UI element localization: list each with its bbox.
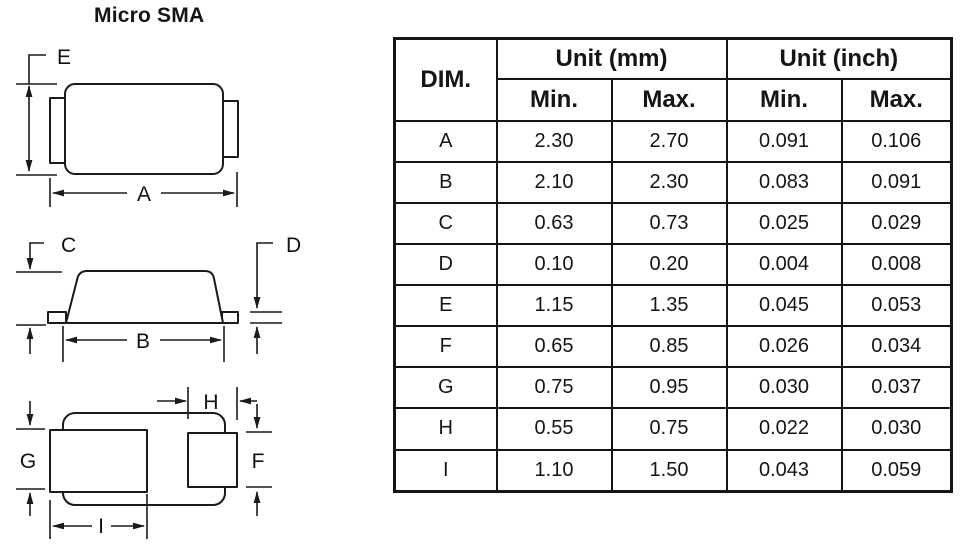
dim-label-C: C — [61, 234, 76, 257]
inch-min-cell: 0.026 — [725, 325, 843, 369]
dimension-A: A — [49, 172, 238, 207]
inch-min-header: Min. — [725, 77, 843, 122]
mm-min-cell: 1.15 — [495, 283, 613, 328]
dim-cell: F — [393, 325, 498, 369]
dim-label-D: D — [286, 234, 301, 257]
dimension-G: G — [16, 401, 45, 516]
mm-min-header: Min. — [495, 77, 613, 122]
inch-min-cell: 0.022 — [725, 407, 843, 451]
mm-min-cell: 0.10 — [495, 242, 613, 287]
dimensions-table: DIM. Unit (mm) Unit (inch) Min. Max. Min… — [393, 37, 954, 493]
inch-max-cell: 0.053 — [840, 283, 953, 328]
dim-cell: A — [393, 119, 498, 163]
dim-cell: E — [393, 283, 498, 328]
bottom-view-right-pad — [187, 432, 238, 488]
mm-max-cell: 0.20 — [610, 242, 728, 287]
dim-label-F: F — [252, 450, 265, 473]
dim-cell: C — [393, 201, 498, 245]
inch-min-cell: 0.025 — [725, 201, 843, 245]
unit-inch-header: Unit (inch) — [725, 37, 953, 80]
side-view-body-outline — [65, 270, 224, 324]
dim-label-A: A — [137, 183, 151, 206]
inch-max-cell: 0.106 — [840, 119, 953, 163]
top-view-body-outline — [64, 83, 224, 175]
mm-min-cell: 0.55 — [495, 407, 613, 451]
inch-max-cell: 0.029 — [840, 201, 953, 245]
mm-min-cell: 2.30 — [495, 119, 613, 163]
bottom-view-left-pad — [49, 429, 148, 493]
mm-min-cell: 1.10 — [495, 448, 613, 493]
inch-min-cell: 0.030 — [725, 366, 843, 410]
mm-max-cell: 0.73 — [610, 201, 728, 245]
dim-column-header: DIM. — [393, 37, 498, 122]
inch-max-cell: 0.034 — [840, 325, 953, 369]
dim-cell: H — [393, 407, 498, 451]
dim-cell: D — [393, 242, 498, 287]
inch-max-cell: 0.030 — [840, 407, 953, 451]
mm-min-cell: 2.10 — [495, 160, 613, 204]
dim-cell: B — [393, 160, 498, 204]
mm-max-cell: 0.85 — [610, 325, 728, 369]
bottom-view: H F G I — [16, 387, 272, 539]
dimension-E: E — [16, 46, 71, 176]
dim-cell: G — [393, 366, 498, 410]
side-view-right-lead — [221, 311, 239, 324]
top-view: E A — [16, 46, 239, 207]
dim-label-E: E — [57, 46, 71, 69]
dim-label-B: B — [136, 330, 150, 353]
inch-max-cell: 0.091 — [840, 160, 953, 204]
inch-min-cell: 0.083 — [725, 160, 843, 204]
mm-min-cell: 0.63 — [495, 201, 613, 245]
inch-max-cell: 0.008 — [840, 242, 953, 287]
mm-min-cell: 0.65 — [495, 325, 613, 369]
inch-min-cell: 0.091 — [725, 119, 843, 163]
dim-label-G: G — [20, 450, 36, 473]
mm-min-cell: 0.75 — [495, 366, 613, 410]
mm-max-header: Max. — [610, 77, 728, 122]
mm-max-cell: 1.35 — [610, 283, 728, 328]
page-title: Micro SMA — [94, 4, 205, 27]
dimension-I: I — [49, 494, 148, 539]
side-view-left-lead — [47, 311, 67, 324]
dimension-F: F — [246, 404, 272, 516]
dim-label-H: H — [203, 391, 218, 414]
mm-max-cell: 2.30 — [610, 160, 728, 204]
mm-max-cell: 0.95 — [610, 366, 728, 410]
unit-mm-header: Unit (mm) — [495, 37, 728, 80]
dimension-C: C — [16, 234, 76, 354]
side-view: C B D — [16, 234, 301, 362]
inch-min-cell: 0.045 — [725, 283, 843, 328]
inch-max-header: Max. — [840, 77, 953, 122]
inch-max-cell: 0.037 — [840, 366, 953, 410]
mm-max-cell: 1.50 — [610, 448, 728, 493]
dim-label-I: I — [98, 515, 104, 538]
mm-max-cell: 0.75 — [610, 407, 728, 451]
dimension-D: D — [250, 234, 301, 354]
mm-max-cell: 2.70 — [610, 119, 728, 163]
inch-max-cell: 0.059 — [840, 448, 953, 493]
inch-min-cell: 0.004 — [725, 242, 843, 287]
inch-min-cell: 0.043 — [725, 448, 843, 493]
table-header: DIM. Unit (mm) Unit (inch) Min. Max. Min… — [393, 37, 953, 122]
dimension-H: H — [157, 387, 257, 420]
dim-cell: I — [393, 448, 498, 493]
package-outline-drawing: E A C — [16, 46, 301, 539]
dimension-B: B — [62, 326, 225, 362]
